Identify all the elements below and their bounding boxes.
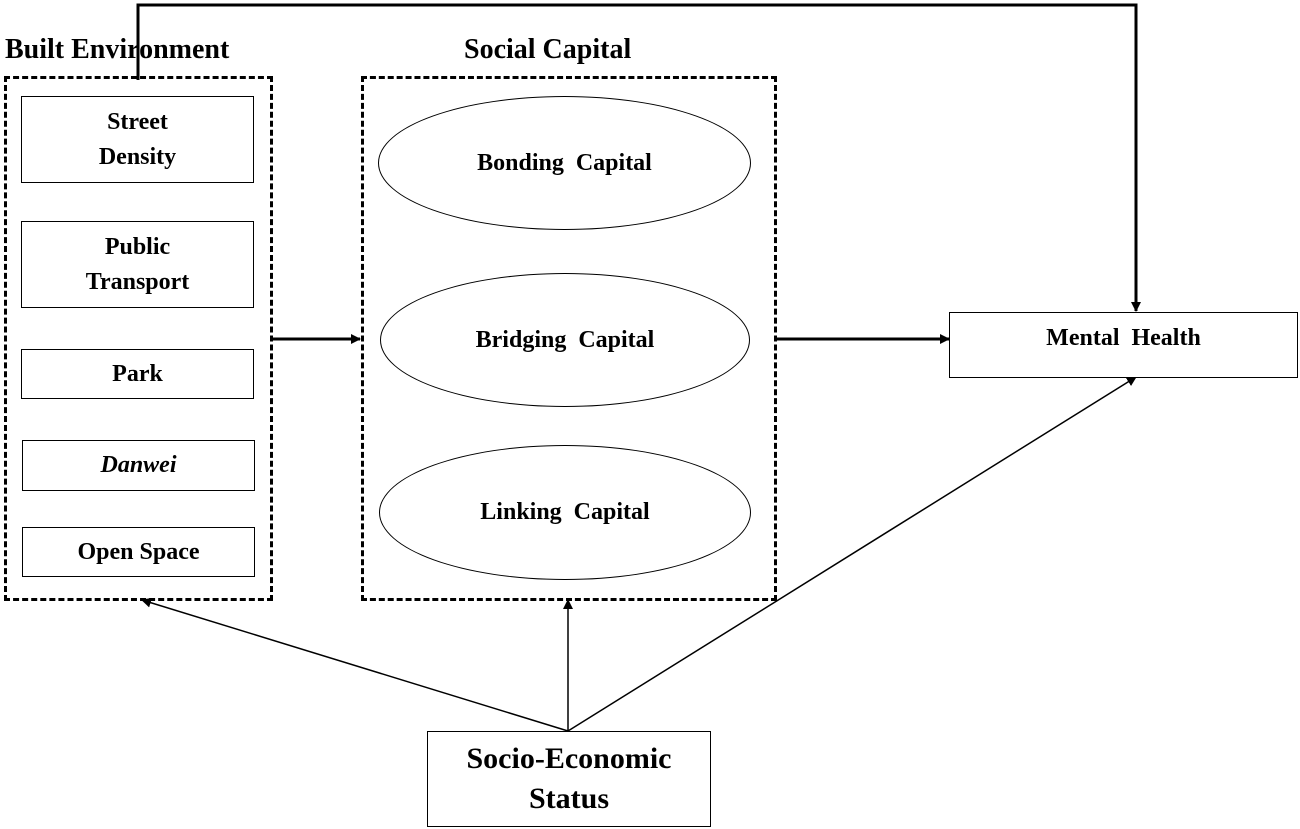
- open-space-label: Open Space: [77, 538, 200, 565]
- bridging-capital-label: Bridging Capital: [475, 326, 655, 353]
- danwei-node: Danwei: [22, 440, 255, 491]
- ses-label-1: Socio-Economic: [466, 742, 672, 775]
- ses-label-2: Status: [528, 782, 609, 815]
- street-density-label-2: Density: [98, 143, 177, 170]
- social-capital-title: Social Capital: [464, 34, 632, 65]
- built-environment-title: Built Environment: [5, 34, 230, 65]
- bridging-capital-node: Bridging Capital: [380, 273, 750, 407]
- socio-economic-status-node: Socio-Economic Status: [427, 731, 711, 827]
- arrow-ses-to-built-env: [141, 597, 569, 732]
- mental-health-node: Mental Health: [949, 312, 1298, 378]
- danwei-label: Danwei: [100, 452, 177, 478]
- arrow-built-env-to-mental-health: [136, 3, 1141, 312]
- social-capital-group: [361, 76, 777, 601]
- bonding-capital-label: Bonding Capital: [477, 149, 652, 176]
- linking-capital-node: Linking Capital: [379, 445, 751, 580]
- street-density-node: Street Density: [21, 96, 254, 183]
- bonding-capital-node: Bonding Capital: [378, 96, 751, 230]
- linking-capital-label: Linking Capital: [480, 499, 650, 525]
- public-transport-label-1: Public: [104, 233, 171, 260]
- built-environment-group: [4, 76, 273, 601]
- park-node: Park: [21, 349, 254, 399]
- public-transport-label-2: Transport: [85, 268, 190, 295]
- public-transport-node: Public Transport: [21, 221, 254, 308]
- open-space-node: Open Space: [22, 527, 255, 577]
- arrow-ses-to-mental-health: [567, 376, 1137, 732]
- street-density-label-1: Street: [107, 108, 168, 135]
- mental-health-label: Mental Health: [1046, 325, 1201, 351]
- park-label: Park: [112, 360, 163, 387]
